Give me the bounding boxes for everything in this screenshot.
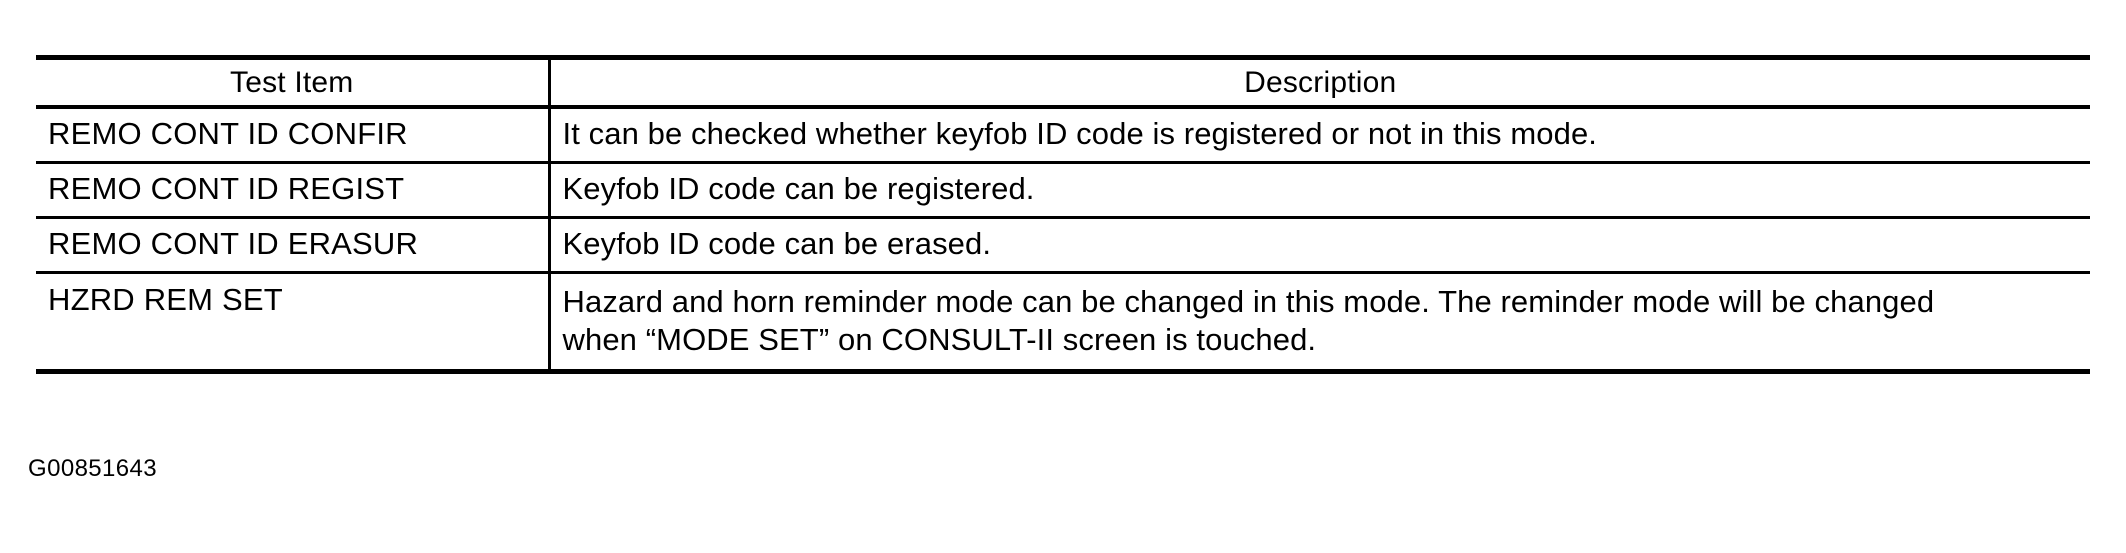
cell-test-item: REMO CONT ID CONFIR [36,107,551,164]
cell-description: Keyfob ID code can be erased. [549,217,2090,274]
spec-table-container: Test Item Description REMO CONT ID CONFI… [36,55,2090,374]
description-line: It can be checked whether keyfob ID code… [562,116,1597,151]
description-line: Keyfob ID code can be erased. [562,226,992,261]
table-row: REMO CONT ID ERASUR Keyfob ID code can b… [36,217,2090,274]
table-header-row: Test Item Description [36,55,2090,109]
description-line: when “MODE SET” on CONSULT-II screen is … [562,322,1317,357]
description-line: Hazard and horn reminder mode can be cha… [562,284,1935,319]
table-body: REMO CONT ID CONFIR It can be checked wh… [36,107,2090,374]
test-item-description-table: Test Item Description REMO CONT ID CONFI… [36,55,2090,374]
cell-test-item: HZRD REM SET [36,272,551,374]
cell-test-item: REMO CONT ID ERASUR [36,217,551,274]
cell-description: It can be checked whether keyfob ID code… [549,107,2090,164]
column-header-description: Description [549,55,2090,109]
cell-description: Keyfob ID code can be registered. [549,162,2090,219]
table-row: REMO CONT ID REGIST Keyfob ID code can b… [36,162,2090,219]
description-line: Keyfob ID code can be registered. [562,171,1035,206]
table-row: REMO CONT ID CONFIR It can be checked wh… [36,107,2090,164]
column-header-test-item: Test Item [36,55,551,109]
figure-id-label: G00851643 [28,455,158,482]
cell-test-item: REMO CONT ID REGIST [36,162,551,219]
table-header: Test Item Description [36,55,2090,109]
cell-description: Hazard and horn reminder mode can be cha… [549,272,2090,374]
table-row: HZRD REM SET Hazard and horn reminder mo… [36,272,2090,374]
